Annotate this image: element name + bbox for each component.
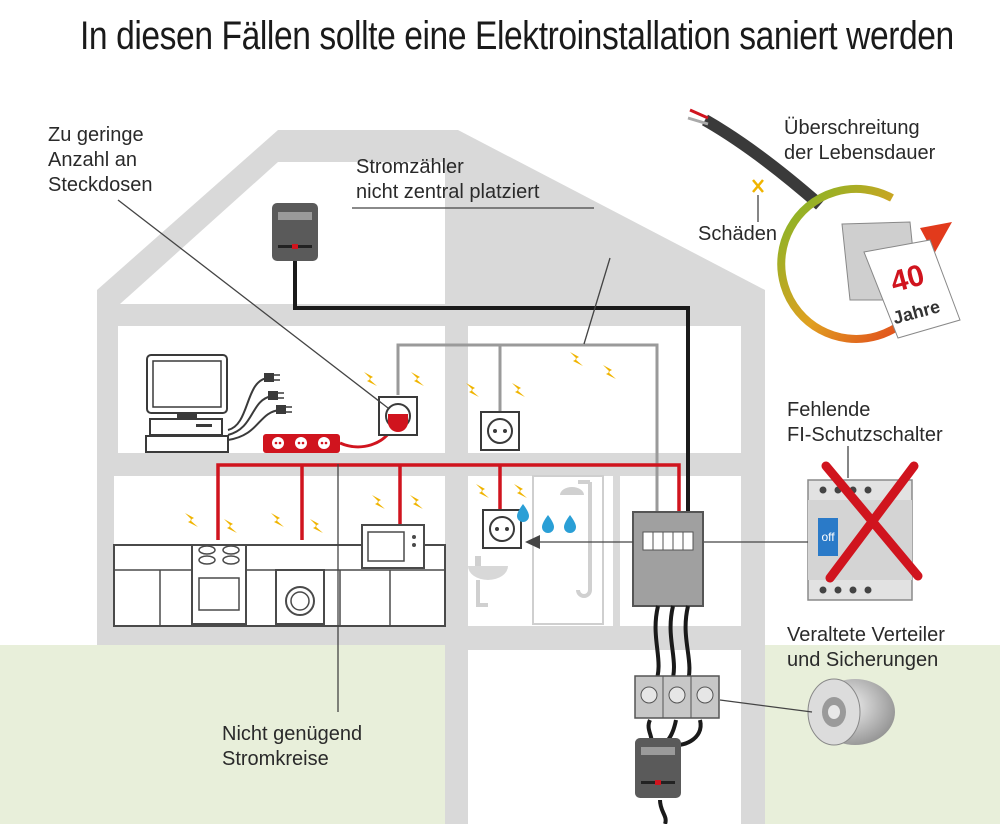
old-cable: [687, 108, 824, 210]
label-stromzaehler-2: nicht zentral platziert: [356, 181, 540, 203]
upper-wiring: [396, 343, 659, 512]
label-verteiler-1: Veraltete Verteiler: [787, 624, 945, 646]
red-circuit: [216, 463, 681, 540]
label-verteiler-2: und Sicherungen: [787, 649, 938, 671]
water-drop-icons: [517, 504, 576, 533]
lifespan-ring: [777, 184, 952, 343]
fuse-icon: [807, 678, 895, 746]
label-lebensdauer-2: der Lebensdauer: [784, 142, 936, 164]
label-fi-2: FI-Schutzschalter: [787, 424, 943, 446]
label-steckdosen-2: Anzahl an: [48, 149, 137, 171]
label-stromzaehler-1: Stromzähler: [356, 156, 464, 178]
label-lebensdauer-1: Überschreitung: [784, 117, 920, 139]
fuse-block: [634, 675, 720, 719]
label-stromkreise-1: Nicht genügend: [222, 723, 362, 745]
socket-bathroom: [482, 509, 522, 549]
microwave: [361, 524, 425, 569]
stove: [191, 544, 247, 625]
cross-icon: [821, 461, 923, 583]
socket-upper: [480, 411, 520, 451]
damage-icon: [752, 179, 764, 193]
power-strip: [263, 434, 340, 453]
page-title: In diesen Fällen sollte eine Elektroinst…: [80, 14, 954, 58]
fi-off-text: off: [821, 530, 835, 544]
pointer-lines: [117, 195, 849, 713]
computer: [145, 354, 292, 453]
label-fi-1: Fehlende: [787, 399, 870, 421]
label-steckdosen-3: Steckdosen: [48, 174, 153, 196]
main-line: [293, 261, 690, 512]
electric-meter-bottom: [635, 738, 681, 798]
shower: [532, 475, 604, 625]
arrow-icon: [920, 222, 952, 254]
washing-machine: [275, 569, 325, 625]
label-schaeden: Schäden: [698, 223, 777, 245]
label-stromkreise-2: Stromkreise: [222, 748, 329, 770]
calendar-icon: 40 Jahre: [841, 221, 961, 339]
label-steckdosen-1: Zu geringe: [48, 124, 144, 146]
washbasin: [468, 556, 508, 607]
electric-meter-top: [272, 203, 318, 261]
distribution-box: [632, 511, 704, 607]
fi-switch: off: [807, 461, 923, 601]
socket-overloaded: [378, 396, 418, 436]
